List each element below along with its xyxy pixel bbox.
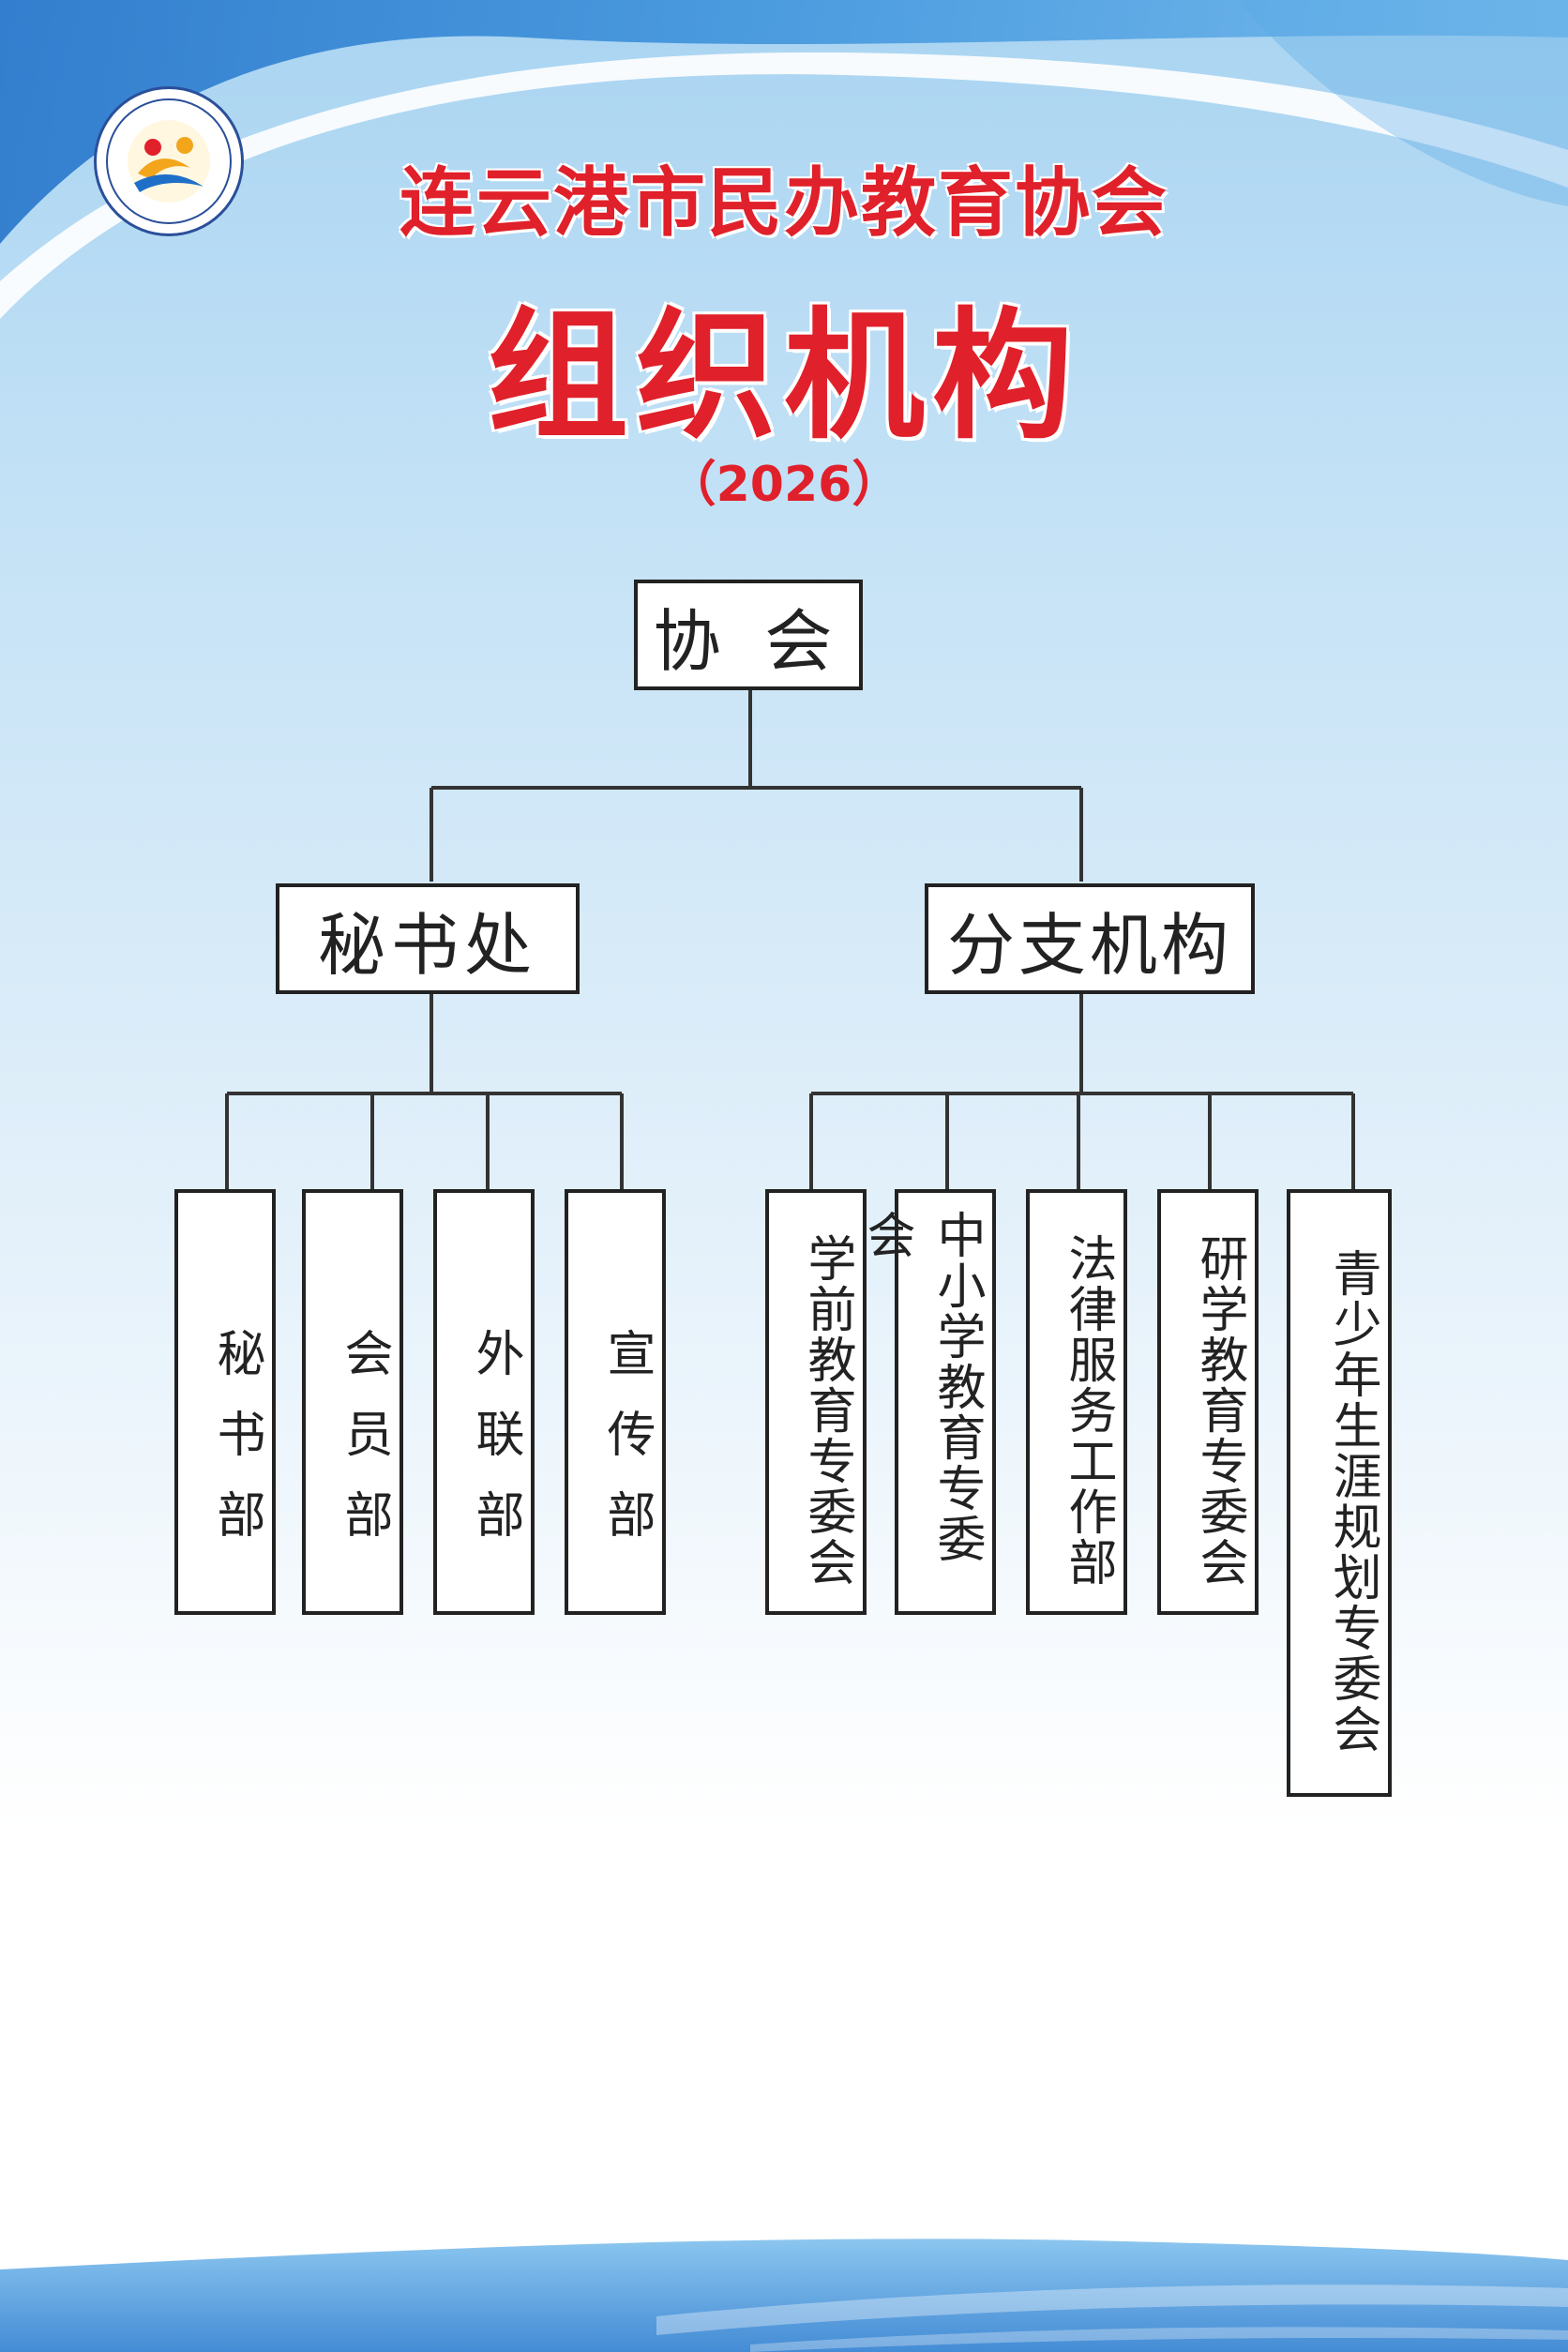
node-preschool-committee: 学前教育专委会 bbox=[765, 1189, 867, 1615]
page-title: 组织机构 bbox=[487, 295, 1080, 459]
node-branch-organizations: 分支机构 bbox=[925, 883, 1255, 994]
node-secretariat: 秘书处 bbox=[276, 883, 580, 994]
node-secretary-dept: 秘书部 bbox=[174, 1189, 276, 1615]
node-legal-services-dept: 法律服务工作部 bbox=[1026, 1189, 1127, 1615]
node-external-relations-dept: 外联部 bbox=[433, 1189, 535, 1615]
year-label: （2026） bbox=[667, 457, 901, 513]
node-study-travel-committee: 研学教育专委会 bbox=[1157, 1189, 1259, 1615]
association-logo bbox=[94, 86, 244, 236]
node-publicity-dept: 宣传部 bbox=[565, 1189, 666, 1615]
node-k12-committee: 中小学教育专委会 bbox=[858, 1189, 996, 1615]
association-title: 连云港市民办教育协会 bbox=[400, 159, 1168, 247]
node-member-dept: 会员部 bbox=[302, 1189, 403, 1615]
node-association: 协 会 bbox=[634, 580, 863, 690]
node-youth-career-committee: 青少年生涯规划专委会 bbox=[1287, 1189, 1392, 1797]
